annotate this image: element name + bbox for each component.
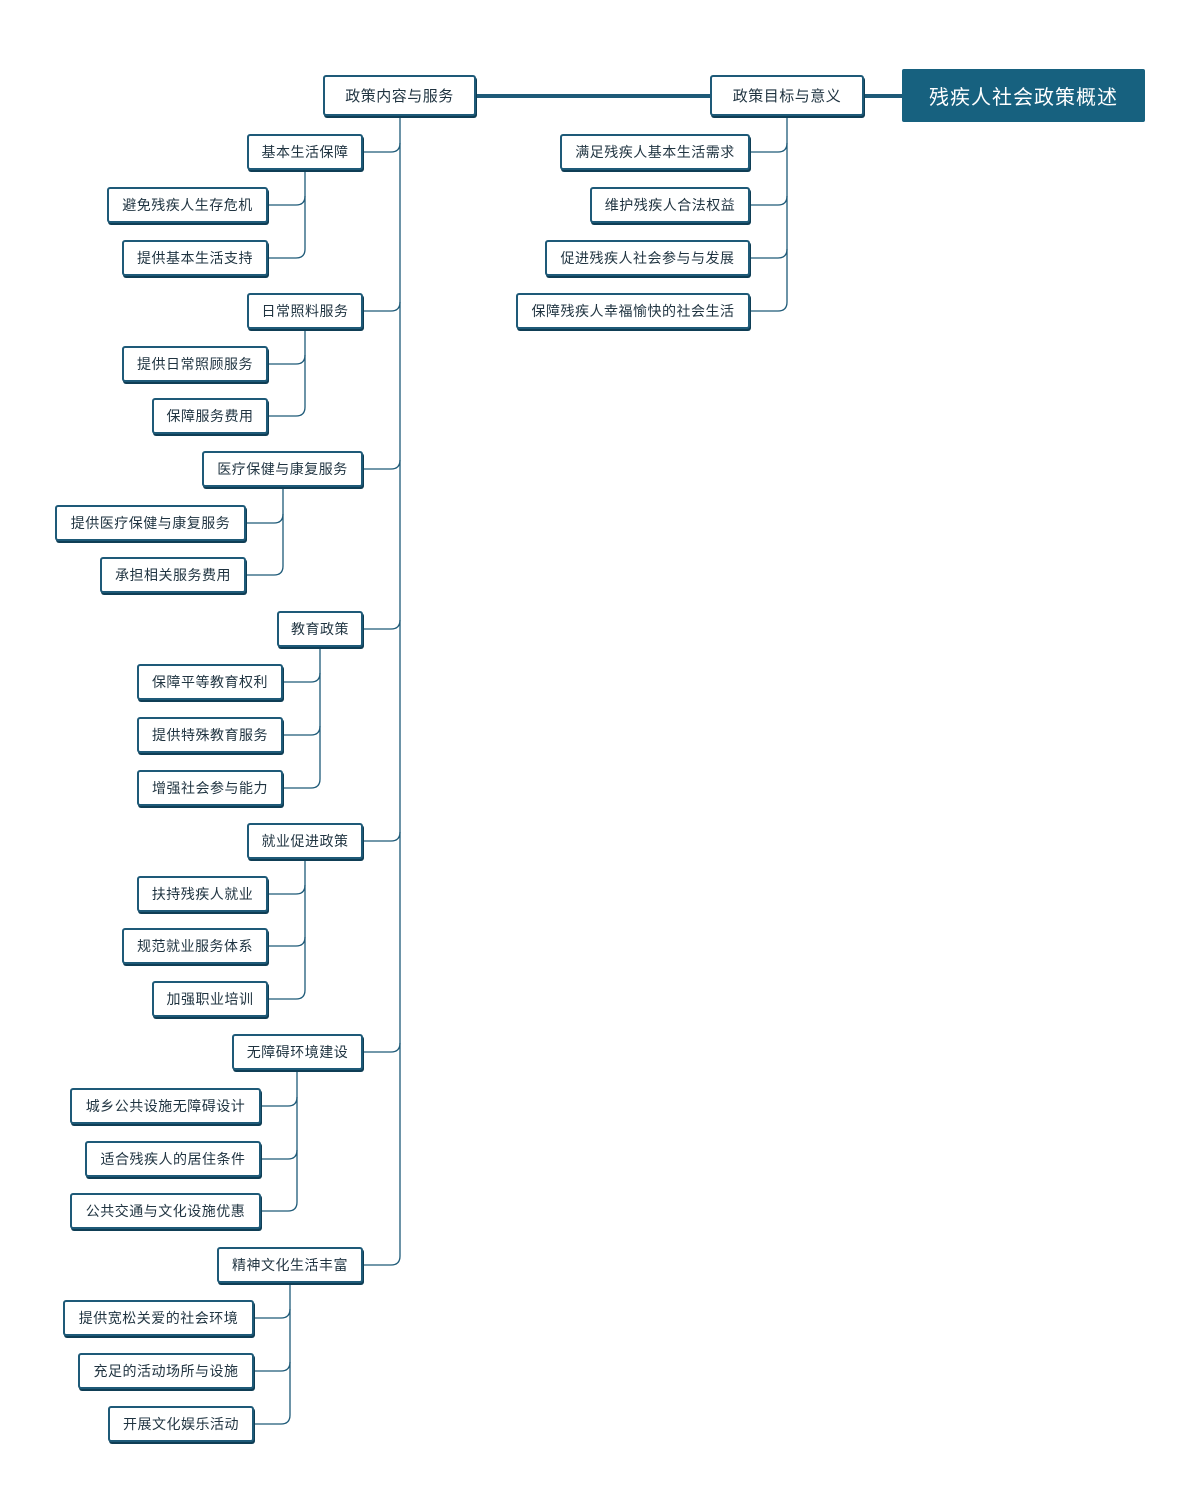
- content-branch-connector: [363, 831, 401, 842]
- section-connector: [246, 513, 284, 524]
- content-branch-connector: [363, 619, 401, 630]
- section-connector: [268, 859, 306, 1000]
- goal-branch-connector: [750, 195, 788, 206]
- goal-branch-connector: [750, 248, 788, 259]
- subtopic-daily-care[interactable]: 日常照料服务: [247, 293, 363, 329]
- leaf-item[interactable]: 扶持残疾人就业: [137, 876, 268, 912]
- subtopic-employment[interactable]: 就业促进政策: [247, 823, 363, 859]
- leaf-item[interactable]: 提供特殊教育服务: [137, 717, 283, 753]
- leaf-item[interactable]: 提供基本生活支持: [122, 240, 268, 276]
- section-connector: [261, 1070, 298, 1212]
- section-connector: [268, 195, 306, 206]
- subtopic-medical-rehab[interactable]: 医疗保健与康复服务: [202, 451, 363, 487]
- section-connector: [261, 1096, 298, 1107]
- topic-content[interactable]: 政策内容与服务: [323, 75, 476, 116]
- section-connector: [283, 672, 321, 683]
- leaf-item[interactable]: 增强社会参与能力: [137, 770, 283, 806]
- content-branch-connector: [363, 116, 401, 1266]
- subtopic-education[interactable]: 教育政策: [277, 611, 363, 647]
- topic-goals[interactable]: 政策目标与意义: [710, 75, 864, 116]
- content-branch-connector: [363, 301, 401, 312]
- section-connector: [254, 1308, 291, 1319]
- section-connector: [268, 170, 306, 259]
- leaf-item[interactable]: 城乡公共设施无障碍设计: [70, 1088, 261, 1124]
- goal-item[interactable]: 保障残疾人幸福愉快的社会生活: [516, 293, 750, 329]
- section-connector: [268, 884, 306, 895]
- section-connector: [268, 329, 306, 417]
- leaf-item[interactable]: 保障平等教育权利: [137, 664, 283, 700]
- content-branch-connector: [363, 459, 401, 470]
- section-connector: [283, 725, 321, 736]
- section-connector: [268, 354, 306, 365]
- section-connector: [254, 1361, 291, 1372]
- leaf-item[interactable]: 保障服务费用: [152, 398, 268, 434]
- section-connector: [254, 1283, 291, 1425]
- leaf-item[interactable]: 充足的活动场所与设施: [78, 1353, 254, 1389]
- leaf-item[interactable]: 开展文化娱乐活动: [108, 1406, 254, 1442]
- content-branch-connector: [363, 1042, 401, 1053]
- subtopic-cultural-life[interactable]: 精神文化生活丰富: [217, 1247, 363, 1283]
- subtopic-basic-living[interactable]: 基本生活保障: [247, 134, 363, 170]
- leaf-item[interactable]: 规范就业服务体系: [122, 928, 268, 964]
- section-connector: [246, 487, 284, 576]
- leaf-item[interactable]: 承担相关服务费用: [100, 557, 246, 593]
- leaf-item[interactable]: 适合残疾人的居住条件: [85, 1141, 261, 1177]
- leaf-item[interactable]: 提供医疗保健与康复服务: [55, 505, 246, 541]
- section-connector: [268, 936, 306, 947]
- leaf-item[interactable]: 避免残疾人生存危机: [107, 187, 268, 223]
- content-branch-connector: [363, 142, 401, 153]
- section-connector: [283, 647, 321, 789]
- goal-item[interactable]: 维护残疾人合法权益: [590, 187, 750, 223]
- goal-item[interactable]: 促进残疾人社会参与与发展: [545, 240, 750, 276]
- root-topic[interactable]: 残疾人社会政策概述: [902, 69, 1145, 122]
- goal-branch-connector: [750, 142, 788, 153]
- subtopic-accessibility[interactable]: 无障碍环境建设: [232, 1034, 363, 1070]
- leaf-item[interactable]: 加强职业培训: [152, 981, 268, 1017]
- leaf-item[interactable]: 提供宽松关爱的社会环境: [63, 1300, 254, 1336]
- leaf-item[interactable]: 提供日常照顾服务: [122, 346, 268, 382]
- goal-item[interactable]: 满足残疾人基本生活需求: [560, 134, 750, 170]
- leaf-item[interactable]: 公共交通与文化设施优惠: [70, 1193, 261, 1229]
- section-connector: [261, 1149, 298, 1160]
- goal-branch-connector: [750, 116, 788, 312]
